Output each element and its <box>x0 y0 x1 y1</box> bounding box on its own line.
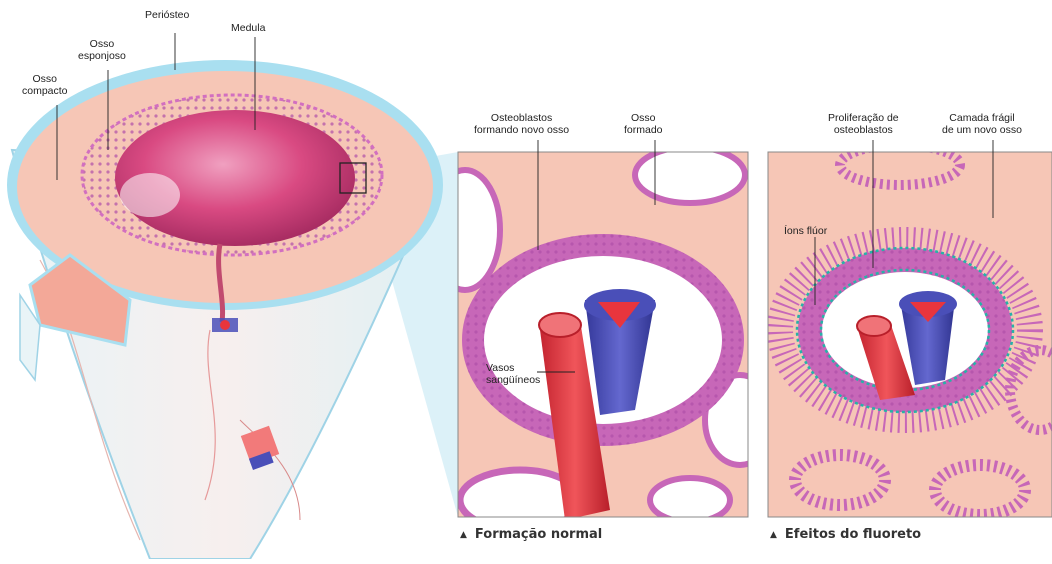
caption-normal: ▲Formação normal <box>460 527 602 542</box>
panel-normal <box>430 147 775 530</box>
bone-illustration <box>7 33 458 559</box>
label-periosteo: Periósteo <box>145 9 189 21</box>
label-ions-fluor: Íons flúor <box>784 225 827 237</box>
label-medula: Medula <box>231 22 265 34</box>
panel-fluoride <box>768 145 1052 517</box>
caption-fluoreto: ▲Efeitos do fluoreto <box>770 527 921 542</box>
triangle-icon: ▲ <box>460 530 467 540</box>
triangle-icon: ▲ <box>770 530 777 540</box>
